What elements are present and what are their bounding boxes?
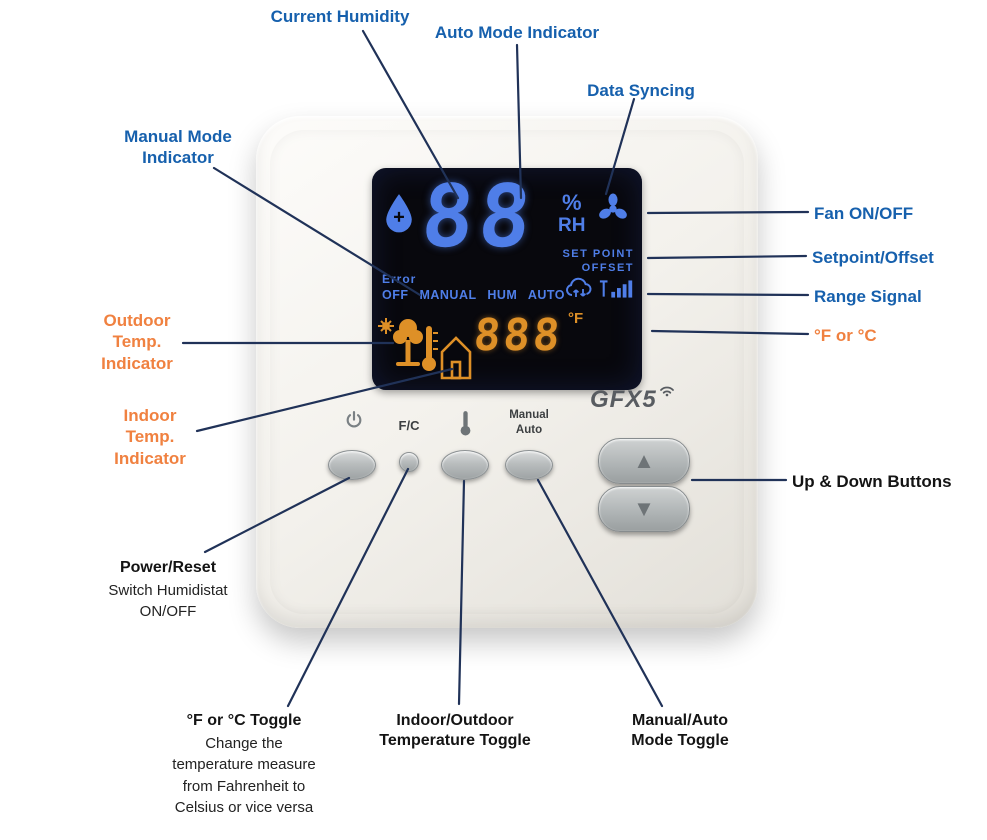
power-button[interactable] (328, 450, 376, 480)
label-power-reset-description: Switch Humidistat ON/OFF (108, 582, 228, 621)
humidity-drop-icon (386, 194, 412, 233)
manual-auto-button[interactable] (505, 450, 553, 480)
down-arrow-icon: ▼ (633, 496, 655, 521)
percent-sign: % (562, 190, 582, 215)
label-manual-mode-indicator: Manual Mode Indicator (124, 127, 232, 168)
label-fc-toggle: °F or °C Toggle (186, 712, 302, 729)
temperature-value: 888 (471, 310, 565, 361)
label-range-signal: Range Signal (814, 287, 922, 306)
label-current-humidity: Current Humidity (270, 7, 410, 26)
lcd-display: 88 % RH SET POINT OFFSET Error OFF MANUA… (372, 167, 642, 390)
label-up-down-buttons: Up & Down Buttons (792, 472, 952, 491)
tree-icon (393, 319, 423, 366)
data-sync-icon (566, 277, 592, 297)
power-icon (346, 411, 362, 428)
setpoint-label: SET POINT (562, 248, 634, 260)
up-arrow-icon: ▲ (633, 448, 655, 473)
up-button[interactable]: ▲ (598, 438, 690, 484)
brand-logo-text: GFX5 (590, 386, 657, 413)
label-indoor-temp-indicator: Indoor Temp. Indicator (114, 406, 186, 468)
label-data-syncing: Data Syncing (587, 81, 695, 100)
label-outdoor-temp-indicator: Outdoor Temp. Indicator (101, 311, 173, 373)
error-label: Error (382, 272, 417, 286)
temperature-unit: °F (568, 310, 584, 327)
fan-icon (599, 193, 627, 219)
offset-label: OFFSET (581, 262, 634, 274)
label-fc-toggle-description: Change the temperature measure from Fahr… (172, 735, 316, 816)
temperature-toggle-button[interactable] (441, 450, 489, 480)
brand-logo: GFX5 (590, 386, 675, 414)
label-setpoint-offset: Setpoint/Offset (812, 248, 934, 267)
sun-icon (378, 318, 394, 334)
label-indoor-outdoor-toggle: Indoor/Outdoor Temperature Toggle (379, 712, 531, 749)
label-auto-mode-indicator: Auto Mode Indicator (434, 23, 600, 42)
fc-toggle-button[interactable] (399, 452, 419, 472)
manual-auto-button-label: Manual Auto (509, 409, 549, 436)
outdoor-thermometer-icon (422, 326, 438, 371)
signal-bars-icon (599, 280, 633, 298)
fc-button-label: F/C (398, 418, 420, 433)
rh-label: RH (558, 215, 586, 236)
house-icon (440, 336, 472, 380)
label-f-or-c: °F or °C (814, 326, 877, 345)
humidistat-device: 88 % RH SET POINT OFFSET Error OFF MANUA… (256, 116, 758, 628)
label-fan-on-off: Fan ON/OFF (814, 204, 914, 223)
label-manual-auto-toggle: Manual/Auto Mode Toggle (631, 712, 729, 749)
humidity-value: 88 (417, 167, 540, 267)
wifi-icon (659, 386, 674, 397)
label-power-reset: Power/Reset (119, 559, 217, 576)
down-button[interactable]: ▼ (598, 486, 690, 532)
thermometer-icon (460, 411, 471, 436)
outdoor-indoor-icons (378, 318, 472, 380)
mode-indicators: OFF MANUAL HUM AUTO (382, 288, 566, 302)
